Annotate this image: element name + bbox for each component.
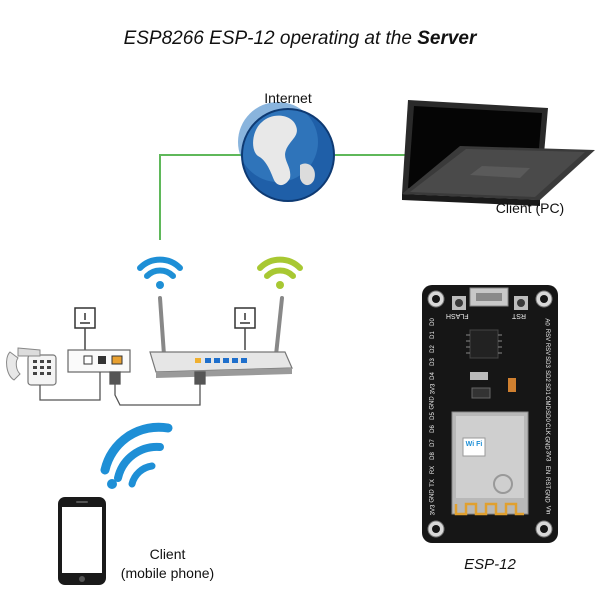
- router-icon: [149, 296, 293, 378]
- telephone-icon: [6, 347, 57, 386]
- power-socket-icon-right: [234, 307, 256, 350]
- client-mobile-label: Client (mobile phone): [110, 545, 225, 583]
- title-bold-text: Server: [417, 28, 477, 49]
- wifi-icon-green: [257, 256, 303, 289]
- board-pin-label: CMD: [544, 395, 551, 410]
- board-pin-label: D7: [429, 438, 436, 447]
- client-pc-label: Client (PC): [495, 200, 565, 216]
- board-pin-label: GND: [544, 436, 550, 450]
- cables: [39, 371, 206, 406]
- board-pin-label: SD0: [543, 410, 550, 422]
- board-pin-label: RX: [430, 465, 436, 474]
- laptop-icon: [402, 100, 595, 206]
- board-pin-label: D4: [429, 371, 436, 380]
- board-pin-label: TX: [429, 479, 436, 487]
- rst-button-label: RST: [512, 312, 526, 319]
- esp12-board: [422, 285, 558, 543]
- board-pin-label: 3V3: [430, 504, 436, 516]
- esp12-label: ESP-12: [464, 556, 516, 573]
- title-text: ESP8266 ESP-12 operating at the: [123, 28, 418, 49]
- client-mobile-line1: Client: [149, 546, 186, 562]
- board-pin-label: D3: [429, 358, 436, 367]
- board-pin-label: SD1: [543, 383, 550, 395]
- board-pin-label: A0: [544, 318, 550, 326]
- board-pin-label: GND: [430, 395, 436, 410]
- wire-globe-to-router: [159, 154, 242, 240]
- mobile-phone-icon: [58, 497, 106, 585]
- board-pin-label: D0: [429, 318, 436, 326]
- board-pin-label: Vin: [543, 505, 550, 515]
- board-pin-label: D6: [429, 425, 436, 434]
- board-pin-label: RSV: [544, 342, 550, 356]
- board-pin-label: SD2: [543, 369, 550, 382]
- board-pin-label: GND: [544, 489, 550, 504]
- wifi-icon-blue: [137, 256, 183, 289]
- flash-button-label: FLASH: [446, 312, 469, 319]
- board-pin-label: SD3: [543, 356, 550, 369]
- wifi-icon-mobile: [100, 422, 173, 489]
- module-wifi-logo: Wi Fi: [465, 441, 483, 448]
- board-pin-label: D2: [429, 345, 436, 353]
- board-pin-label: GND: [430, 489, 436, 504]
- modem-box: [67, 349, 131, 373]
- board-pin-label: D8: [429, 452, 436, 461]
- client-mobile-line2: (mobile phone): [120, 565, 215, 581]
- internet-label: Internet: [264, 90, 312, 106]
- board-pin-label: EN: [544, 465, 550, 474]
- board-pin-label: CLK: [543, 423, 550, 436]
- board-pin-label: RST: [544, 477, 550, 490]
- board-pin-label: 3V3: [544, 450, 550, 462]
- power-socket-icon-left: [74, 307, 96, 350]
- diagram-title: ESP8266 ESP-12 operating at the Server: [0, 28, 600, 50]
- board-pin-label: D1: [429, 331, 436, 340]
- board-pin-label: RSV: [544, 329, 550, 342]
- globe-icon: [238, 102, 335, 202]
- board-pin-label: D5: [429, 412, 436, 420]
- board-pin-label: 3V3: [430, 383, 436, 395]
